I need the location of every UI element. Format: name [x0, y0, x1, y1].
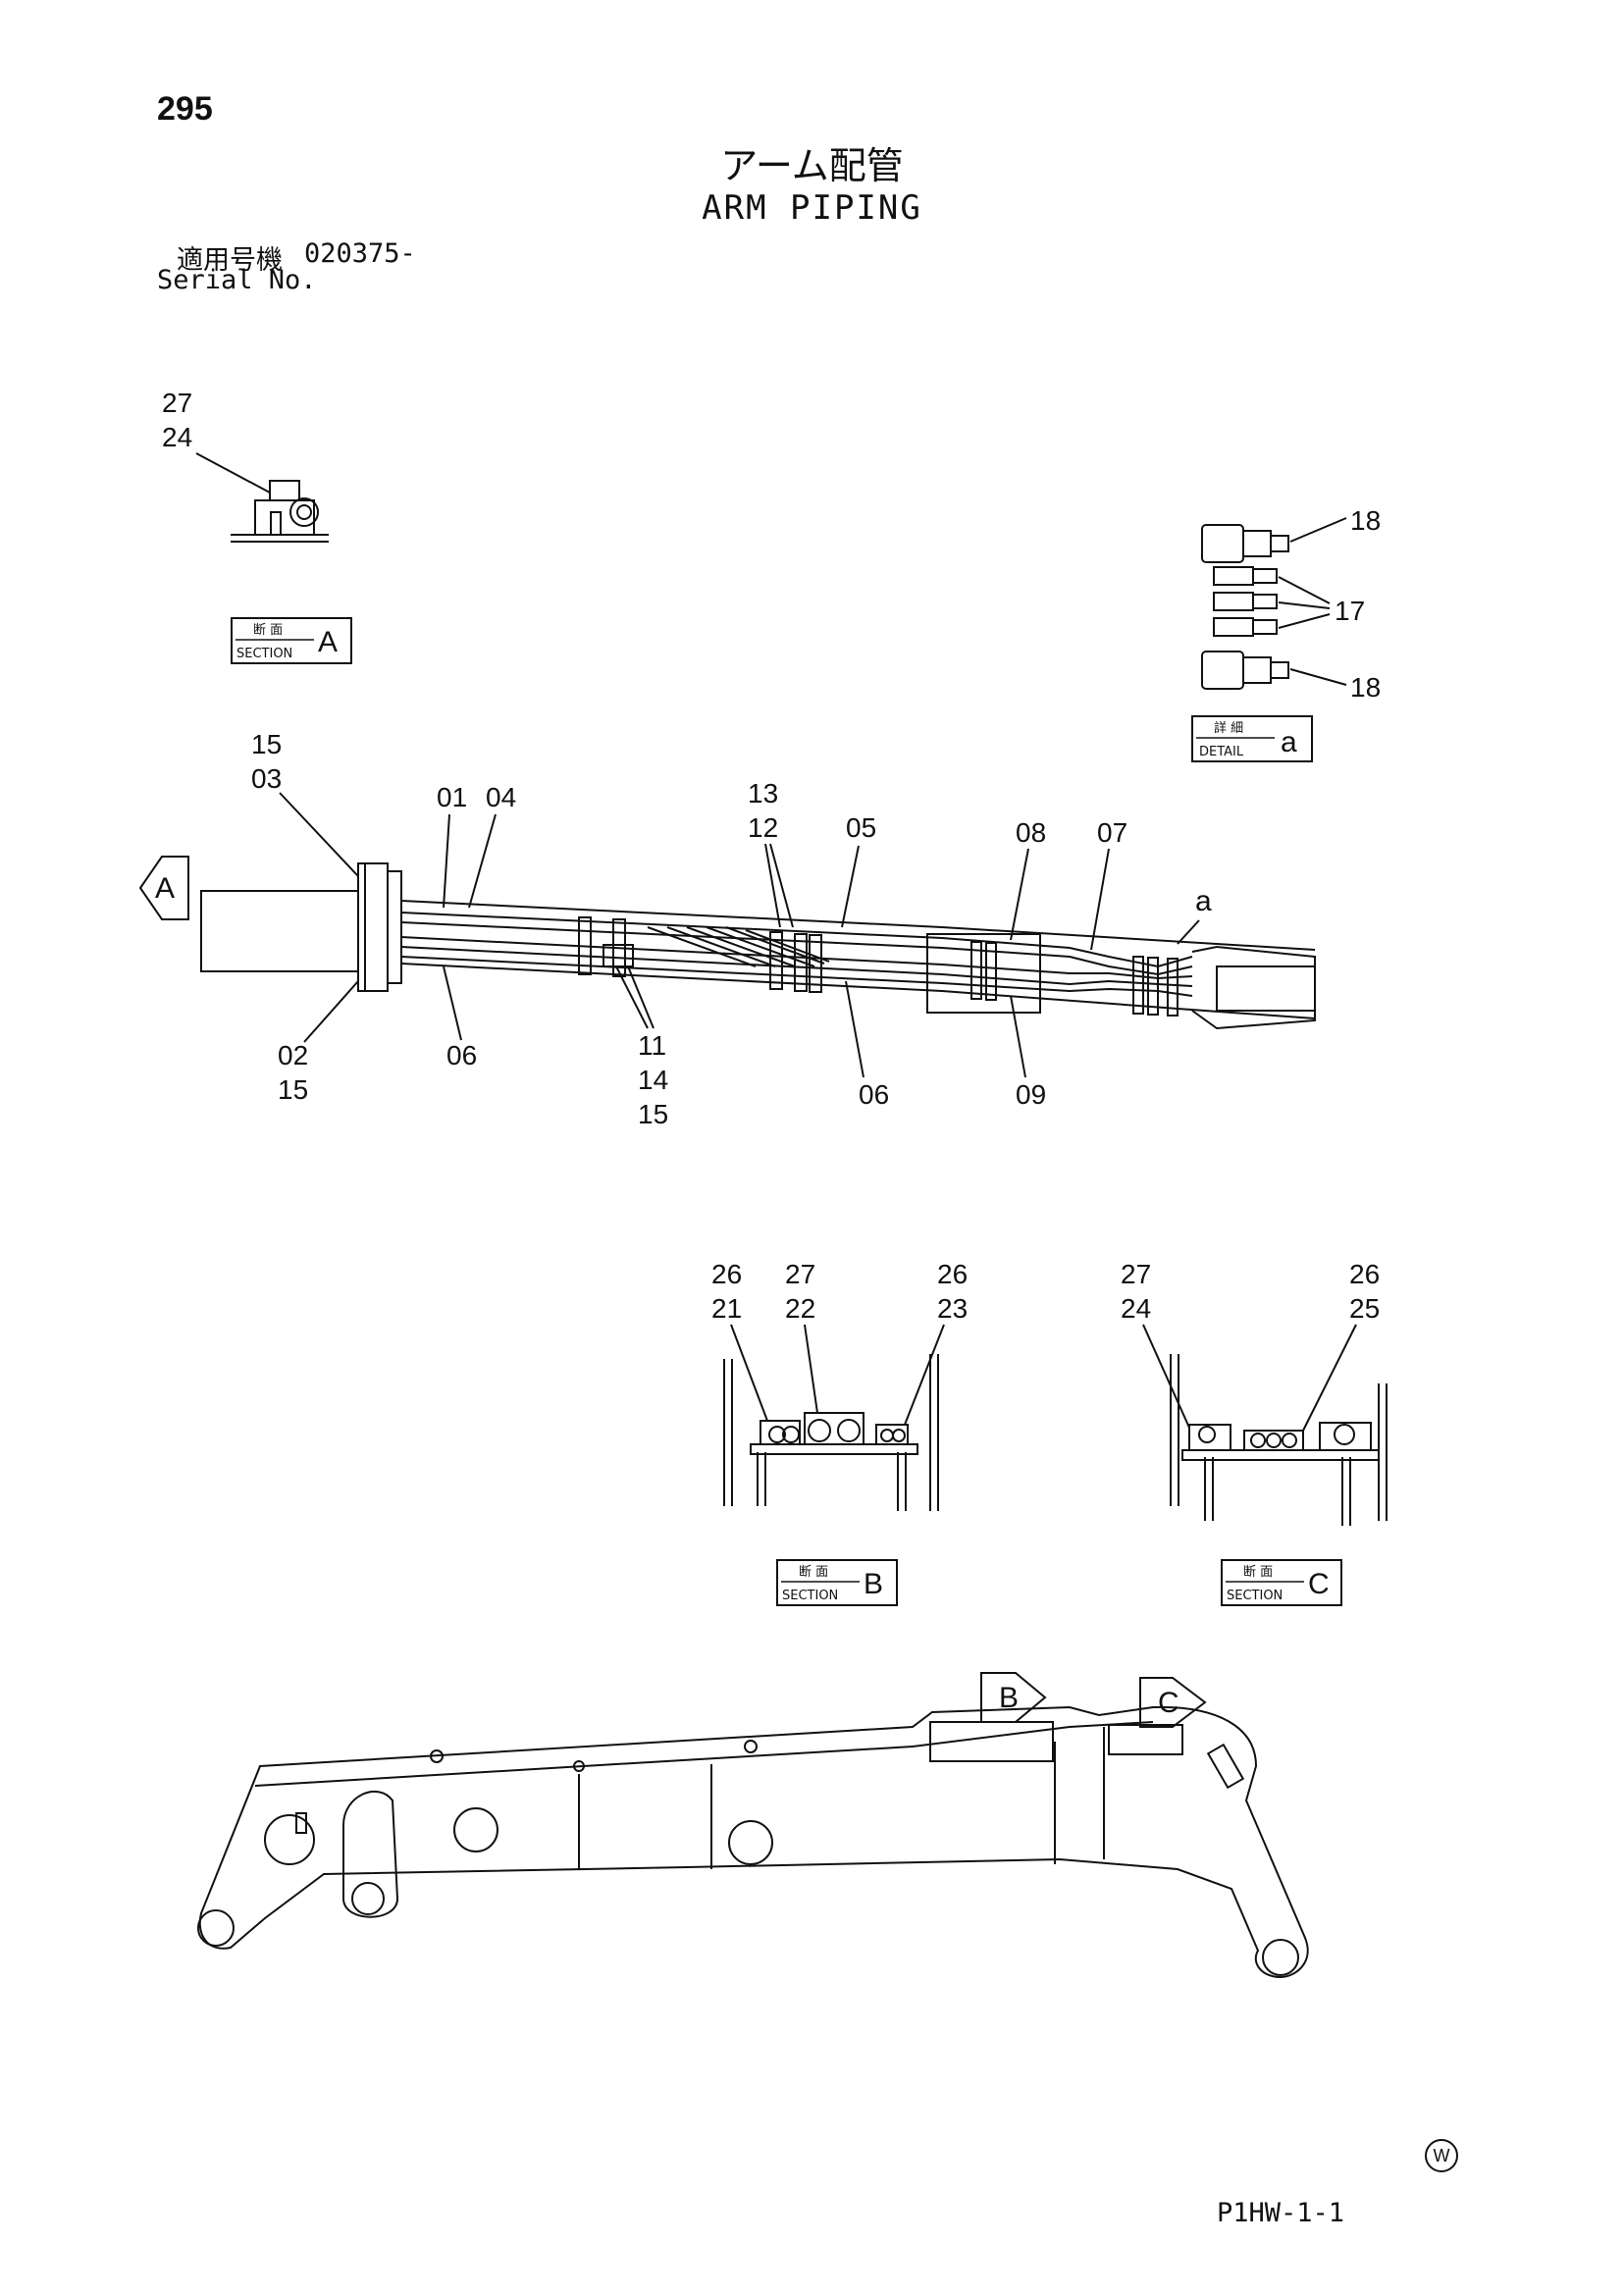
section-b-tag-ja: 断 面	[799, 1565, 828, 1580]
section-c-tag: 断 面 SECTION C	[1221, 1559, 1342, 1606]
callout-main-03: 03	[251, 763, 282, 794]
detail-a-tag: 詳 細 DETAIL a	[1191, 715, 1313, 762]
callout-secB-27: 27	[785, 1259, 815, 1289]
callout-main-04: 04	[486, 782, 516, 812]
section-c-clamp-drawing	[1170, 1354, 1388, 1526]
callout-main-12: 12	[748, 812, 778, 843]
callout-secC-24: 24	[1121, 1293, 1151, 1324]
w-mark-icon: W	[1425, 2139, 1458, 2172]
section-b-tag-en: SECTION	[782, 1589, 838, 1603]
callout-main-15-left: 15	[278, 1074, 308, 1105]
detail-tag-ja: 詳 細	[1214, 720, 1243, 736]
callout-main-13: 13	[748, 778, 778, 808]
detail-tag-en: DETAIL	[1199, 745, 1244, 759]
callout-secB-26a: 26	[711, 1259, 742, 1289]
section-b-tag: 断 面 SECTION B	[776, 1559, 898, 1606]
callout-main-02: 02	[278, 1040, 308, 1070]
callout-secB-26b: 26	[937, 1259, 968, 1289]
callout-main-06-right: 06	[859, 1079, 889, 1110]
callout-main-11: 11	[638, 1030, 666, 1061]
section-a-tag-letter: A	[318, 626, 338, 658]
section-a-tag: 断 面 SECTION A	[231, 617, 352, 664]
detail-a-callout: a	[1177, 885, 1212, 945]
callout-secC-27: 27	[1121, 1259, 1151, 1289]
page-title-japanese: アーム配管	[720, 146, 904, 187]
callout-main-01: 01	[437, 782, 467, 812]
callout-secB-22: 22	[785, 1293, 815, 1324]
section-c-tag-letter: C	[1308, 1568, 1330, 1600]
callout-main-08: 08	[1016, 817, 1046, 848]
page-number: 295	[157, 90, 213, 128]
section-b-tag-letter: B	[864, 1568, 883, 1600]
callout-det-18-bottom: 18	[1350, 672, 1381, 703]
callout-secA-27: 27	[162, 388, 192, 418]
detail-a-callout-letter: a	[1195, 885, 1212, 917]
callout-det-17: 17	[1335, 596, 1365, 626]
view-marker-b-letter: B	[999, 1682, 1019, 1714]
section-b-clamp-drawing	[723, 1354, 939, 1511]
section-a-clamp-drawing	[195, 452, 329, 543]
callout-secC-25: 25	[1349, 1293, 1380, 1324]
document-code: P1HW-1-1	[1217, 2198, 1345, 2228]
section-a-tag-ja: 断 面	[253, 623, 283, 638]
serial-number-value: 020375-	[304, 238, 416, 269]
serial-label-english: Serial No.	[157, 265, 317, 295]
callout-secB-23: 23	[937, 1293, 968, 1324]
section-c-tag-ja: 断 面	[1243, 1565, 1273, 1580]
section-a-tag-en: SECTION	[236, 647, 292, 661]
view-marker-a-letter: A	[155, 872, 175, 905]
callout-main-05: 05	[846, 812, 876, 843]
callout-main-09: 09	[1016, 1079, 1046, 1110]
callout-secC-26: 26	[1349, 1259, 1380, 1289]
detail-a-fittings-drawing	[1201, 517, 1347, 690]
view-marker-c: C	[1139, 1677, 1207, 1728]
callout-secA-24: 24	[162, 422, 192, 452]
view-marker-a: A	[138, 856, 189, 920]
callout-main-14: 14	[638, 1065, 668, 1095]
callout-main-15-top: 15	[251, 729, 282, 759]
view-marker-b: B	[980, 1672, 1047, 1723]
callout-main-07: 07	[1097, 817, 1127, 848]
callout-secB-21: 21	[711, 1293, 742, 1324]
callout-main-15-mid: 15	[638, 1099, 668, 1129]
section-c-tag-en: SECTION	[1227, 1589, 1283, 1603]
arm-top-view-drawing	[200, 862, 1316, 1030]
detail-tag-letter: a	[1281, 726, 1297, 758]
callout-det-18-top: 18	[1350, 505, 1381, 536]
view-marker-c-letter: C	[1158, 1687, 1179, 1719]
page-title-english: ARM PIPING	[702, 188, 922, 228]
serial-label-japanese: 適用号機	[177, 245, 283, 275]
callout-main-06-left: 06	[446, 1040, 477, 1070]
arm-side-view-drawing	[197, 1705, 1309, 1979]
